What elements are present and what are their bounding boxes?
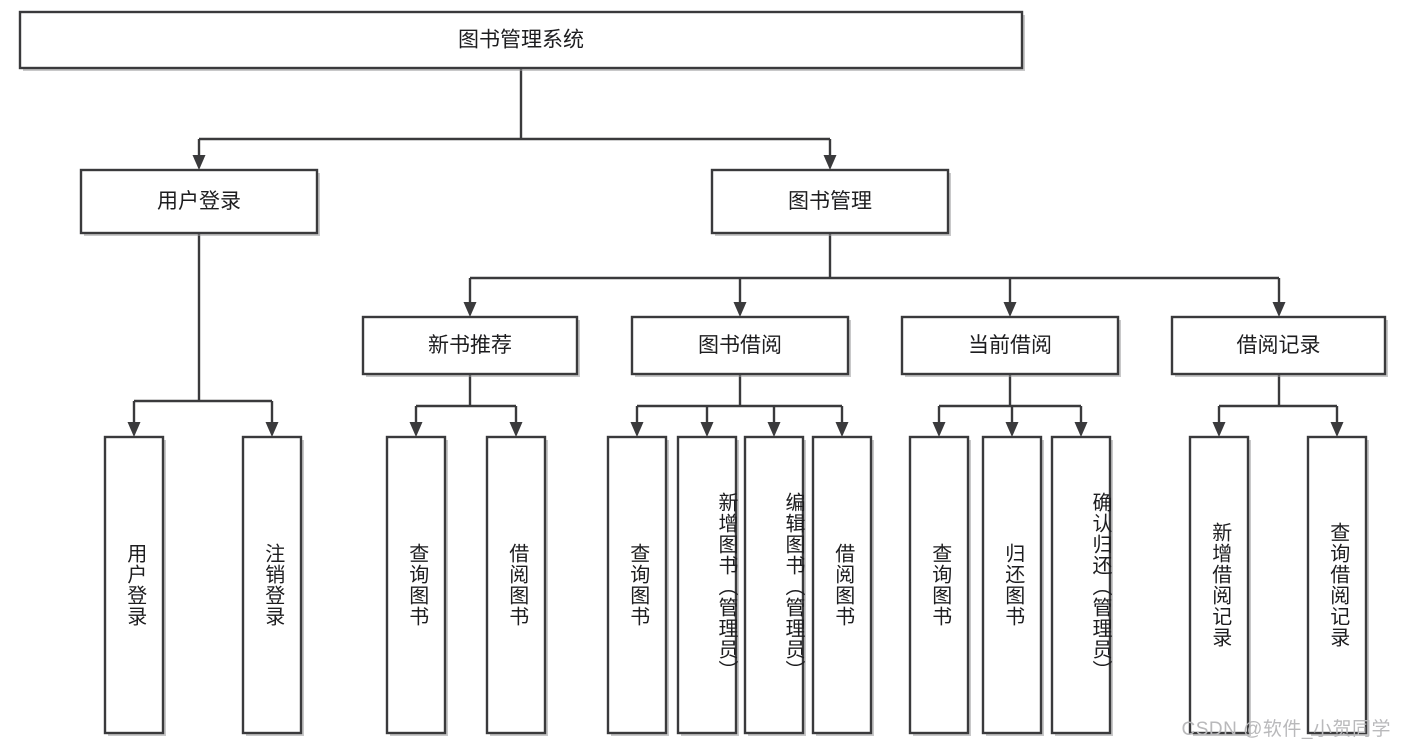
connector-arrowhead-6-0: [1212, 422, 1226, 437]
node-level2-1-label: 图书管理: [788, 190, 872, 213]
node-level3-2[interactable]: [900, 315, 1120, 376]
node-leaf-10[interactable]: [1050, 435, 1112, 735]
connector-arrowhead-0-1: [823, 155, 837, 170]
node-level2-1[interactable]: [710, 168, 950, 235]
node-leaf-6[interactable]: [743, 435, 805, 735]
node-root[interactable]: [18, 10, 1024, 70]
node-leaf-5[interactable]: [676, 435, 738, 735]
connector-arrowhead-2-1: [265, 422, 279, 437]
node-box-layer: [18, 10, 1388, 736]
node-level2-0-label: 用户登录: [157, 190, 241, 213]
node-level3-0-label: 新书推荐: [428, 334, 512, 357]
node-level3-1[interactable]: [630, 315, 850, 376]
connector-arrowhead-3-0: [409, 422, 423, 437]
node-leaf-2[interactable]: [385, 435, 447, 735]
node-leaf-8[interactable]: [908, 435, 970, 735]
connector-arrowhead-4-1: [700, 422, 714, 437]
connector-arrowhead-1-1: [733, 302, 747, 317]
connector-arrowhead-4-0: [630, 422, 644, 437]
node-leaf-11[interactable]: [1188, 435, 1250, 735]
connector-arrowhead-5-2: [1074, 422, 1088, 437]
connector-arrowhead-3-1: [509, 422, 523, 437]
node-leaf-3[interactable]: [485, 435, 547, 735]
node-leaf-4[interactable]: [606, 435, 668, 735]
node-level3-2-label: 当前借阅: [968, 334, 1052, 357]
connector-arrowhead-5-0: [932, 422, 946, 437]
node-level3-3[interactable]: [1170, 315, 1387, 376]
node-leaf-0[interactable]: [103, 435, 165, 735]
node-leaf-1[interactable]: [241, 435, 303, 735]
node-leaf-7[interactable]: [811, 435, 873, 735]
connector-arrowhead-1-3: [1272, 302, 1286, 317]
connector-arrowhead-5-1: [1005, 422, 1019, 437]
connector-layer: [127, 68, 1344, 437]
node-leaf-9[interactable]: [981, 435, 1043, 735]
connector-arrowhead-2-0: [127, 422, 141, 437]
connector-arrowhead-0-0: [192, 155, 206, 170]
node-level3-1-label: 图书借阅: [698, 334, 782, 357]
node-root-label: 图书管理系统: [458, 29, 584, 52]
connector-arrowhead-4-3: [835, 422, 849, 437]
connector-arrowhead-1-0: [463, 302, 477, 317]
node-level3-0[interactable]: [361, 315, 579, 376]
connector-arrowhead-6-1: [1330, 422, 1344, 437]
node-leaf-12[interactable]: [1306, 435, 1368, 735]
connector-arrowhead-4-2: [767, 422, 781, 437]
connector-arrowhead-1-2: [1003, 302, 1017, 317]
node-level2-0[interactable]: [79, 168, 319, 235]
node-level3-3-label: 借阅记录: [1237, 334, 1321, 357]
